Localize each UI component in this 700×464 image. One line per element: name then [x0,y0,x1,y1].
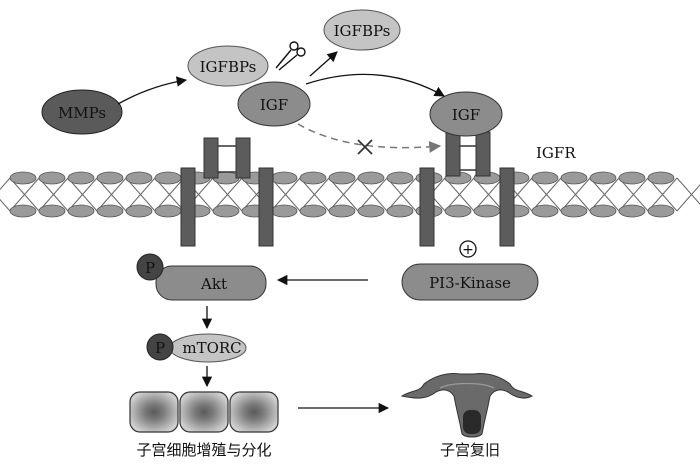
receptor-unbound [180,137,274,247]
lipid-head [560,204,588,218]
lipid-head [647,204,675,218]
uterus-icon [400,373,534,438]
lipid-head [38,204,66,218]
lipid-head [96,204,124,218]
mtorc-label: mTORC [182,339,241,357]
lipid-head [589,171,617,185]
lipid-head [328,204,356,218]
uterus-caption: 子宫复旧 [440,441,500,459]
lipid-head [444,204,472,218]
cell-2 [179,391,229,433]
lipid-head [299,171,327,185]
arrow-mmps-to-igfbps [117,76,188,105]
lipid-head [386,171,414,185]
lipid-head [154,204,182,218]
mtorc-p-label: P [155,339,165,357]
lipid-head [328,171,356,185]
lipid-head [299,204,327,218]
igf-free-label: IGF [260,96,288,114]
igf-bound-label: IGF [452,106,480,124]
lipid-head [154,171,182,185]
lipid-head [647,171,675,185]
cells-caption: 子宫细胞增殖与分化 [136,441,271,459]
cell-1 [129,391,179,433]
akt-p-badge [136,253,164,281]
pi3k-plus-badge [459,240,477,258]
lipid-head [212,204,240,218]
lipid-head [618,171,646,185]
lipid-head [357,204,385,218]
receptor-bound [419,131,515,247]
lipid-head [531,171,559,185]
lipid-head [357,171,385,185]
lipid-head [531,204,559,218]
lipid-head [618,204,646,218]
lipid-head [589,204,617,218]
mmps-node [41,89,123,135]
mtorc-p-badge [146,333,174,361]
mmps-label: MMPs [58,104,106,122]
lipid-head [38,171,66,185]
igf-free-node [237,81,311,127]
lipid-head [67,171,95,185]
igfbps-free-label: IGFBPs [334,22,391,40]
lipid-head [270,204,298,218]
lipid-head [560,171,588,185]
cell-membrane [0,171,700,218]
pi3k-plus-sign: + [462,242,474,258]
igf-bound-node [429,91,503,137]
cell-3 [229,391,279,433]
lipid-head [96,171,124,185]
lipid-head [386,204,414,218]
arrow-to-igfbps-free [309,51,338,77]
arrow-igf-to-receptor [305,73,445,97]
lipid-head [125,171,153,185]
igfbps-bound-label: IGFBPs [200,58,257,76]
lipid-head [125,204,153,218]
lipid-head [473,204,501,218]
pi3k-label: PI3-Kinase [429,274,511,292]
lipid-head [9,204,37,218]
pi3k-node [401,263,539,301]
arrow-igf-blocked [297,123,442,153]
igfr-label: IGFR [536,144,576,162]
uterine-cells [129,391,279,433]
akt-node [155,265,267,301]
scissors-icon [275,41,306,71]
lipid-head [67,204,95,218]
akt-label: Akt [200,275,227,293]
lipid-head [9,171,37,185]
igfbps-free-node [323,9,401,51]
lipid-head [270,171,298,185]
akt-p-label: P [145,259,155,277]
igfbps-bound-node [187,45,269,87]
blocked-x-icon [357,139,373,155]
